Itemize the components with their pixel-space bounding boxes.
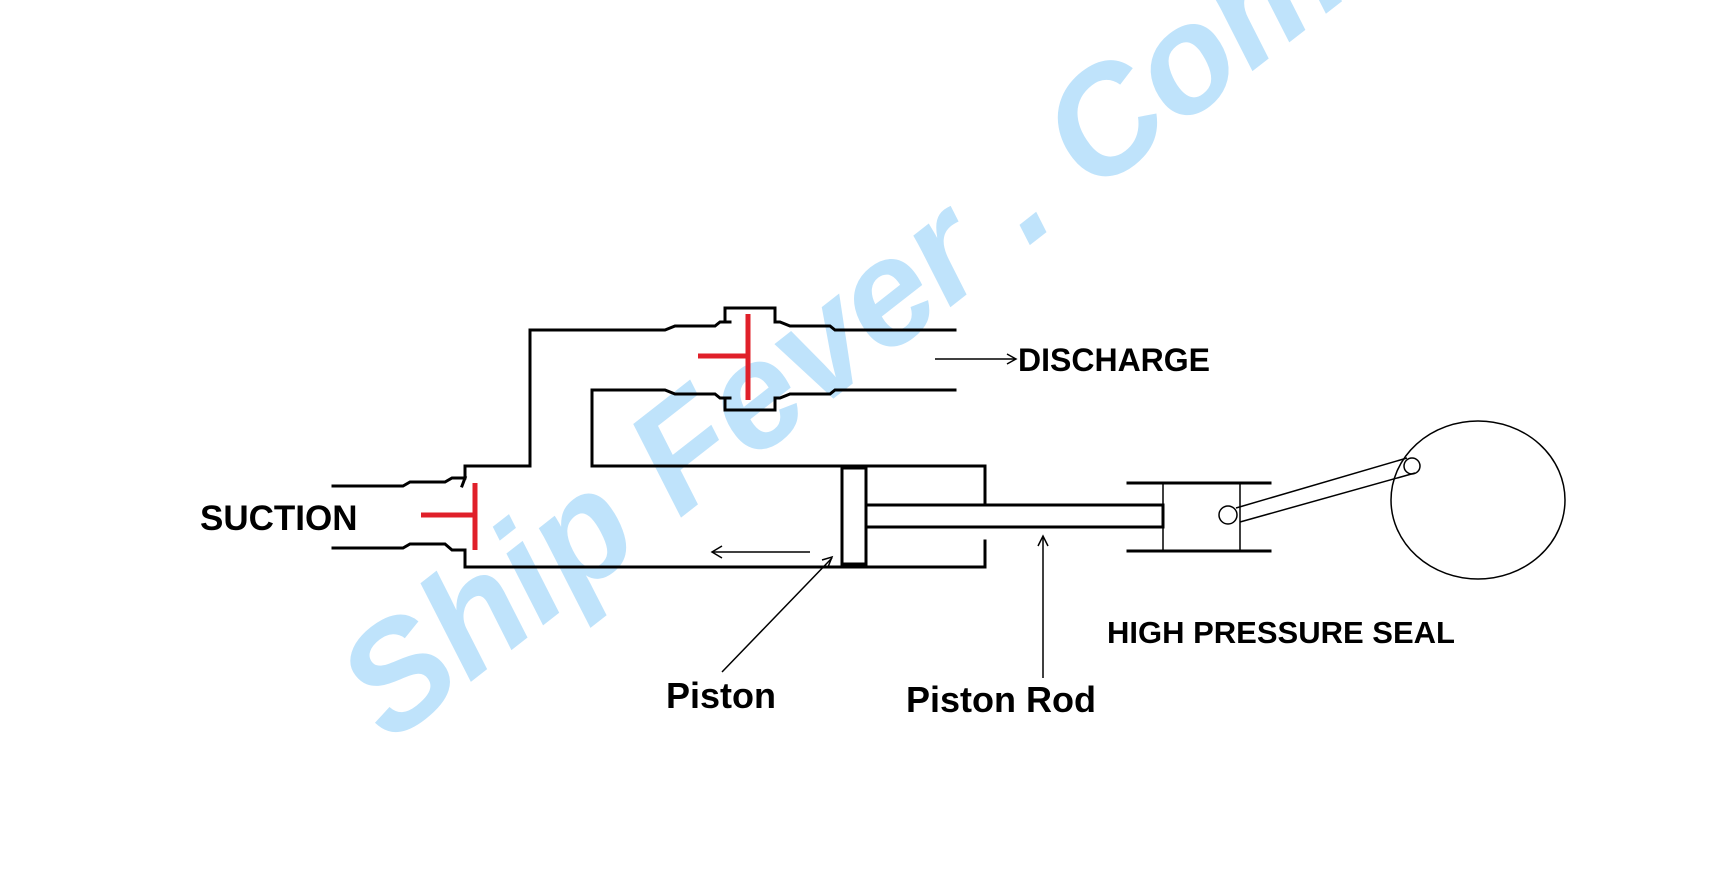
crosshead-seal: [1126, 481, 1272, 553]
discharge-label: DISCHARGE: [1018, 342, 1210, 378]
crank-wheel: [1390, 420, 1566, 580]
cylinder: [463, 320, 987, 569]
crank-pin: [1403, 457, 1421, 475]
high-pressure-seal-label: HIGH PRESSURE SEAL: [1107, 615, 1455, 650]
piston: [840, 466, 868, 566]
connecting-rod: [1235, 457, 1421, 523]
piston-movement-arrow: [710, 545, 810, 559]
discharge-arrow: [935, 353, 1018, 365]
watermark: Ship Fever . Com: [306, 0, 1375, 770]
piston-rod: [864, 503, 1165, 529]
suction-label: SUCTION: [200, 499, 358, 538]
piston-rod-label: Piston Rod: [906, 679, 1096, 720]
piston-label: Piston: [666, 675, 776, 716]
discharge-valve: [698, 306, 957, 412]
piston-pointer-line: [721, 557, 833, 673]
watermark-text: Ship Fever . Com: [306, 0, 1375, 770]
crosshead-pin: [1218, 505, 1238, 525]
